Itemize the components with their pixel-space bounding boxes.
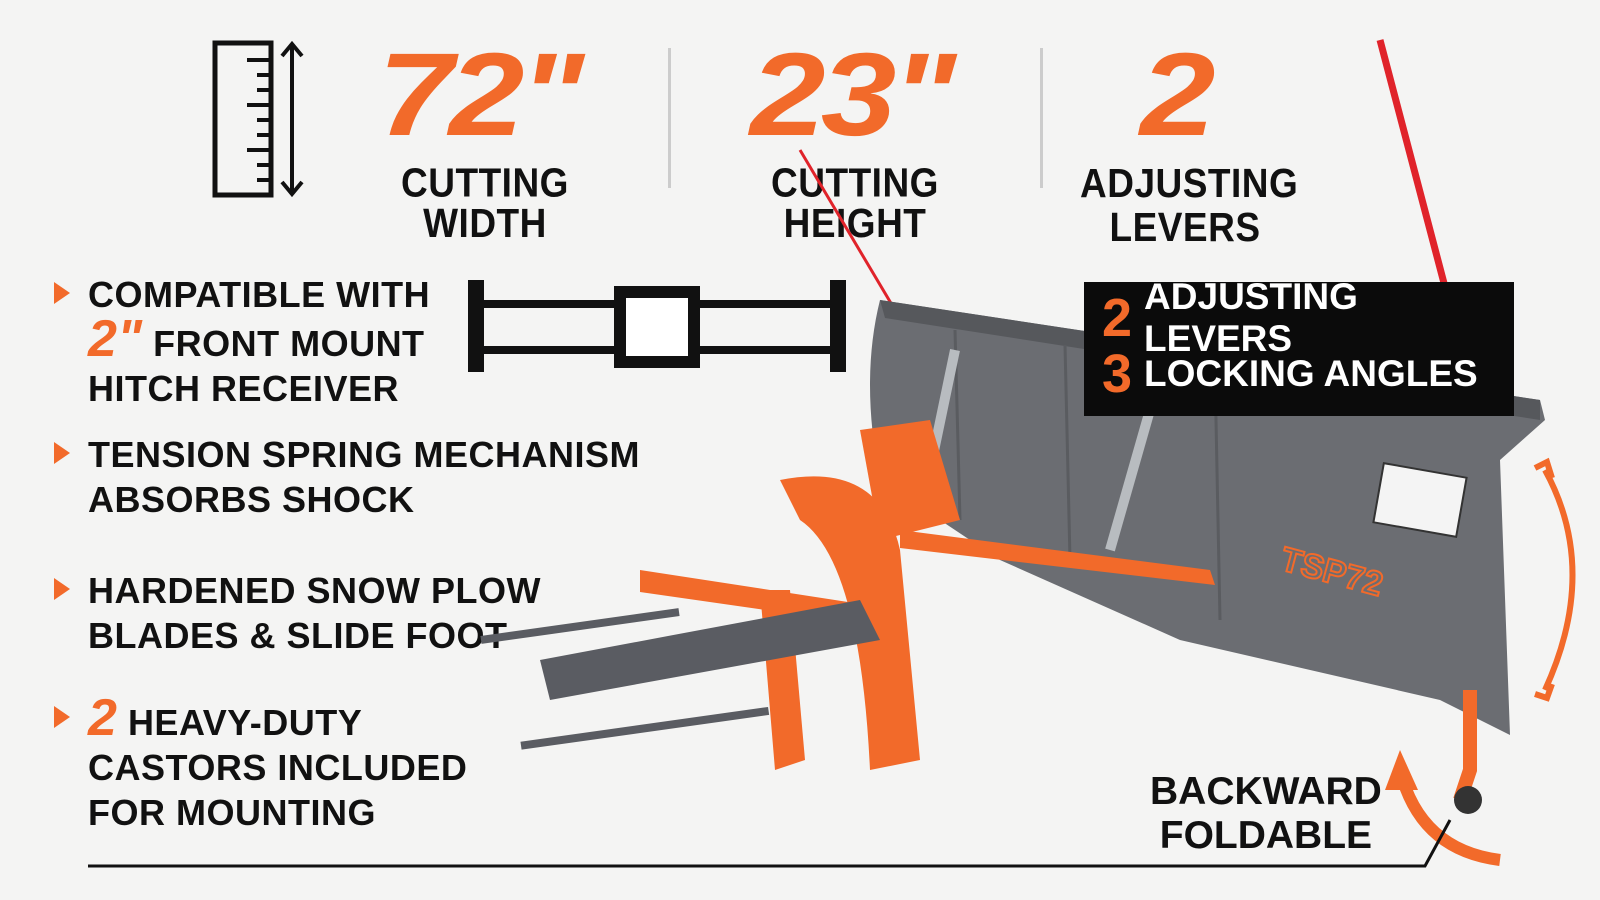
backward-foldable-label: BACKWARD FOLDABLE (1150, 770, 1382, 857)
angle-arrow-icon (1542, 468, 1576, 692)
bullet-arrow-icon (54, 706, 70, 728)
divider (1040, 48, 1043, 188)
cutting-width-label: CUTTING WIDTH (401, 160, 569, 246)
hitch-receiver-icon (468, 280, 846, 372)
bullet-arrow-icon (54, 282, 70, 304)
cutting-width-value: 72" (378, 29, 584, 161)
divider (668, 48, 671, 188)
cutting-height-value: 23" (750, 29, 956, 161)
bullet-arrow-icon (54, 578, 70, 600)
cutting-height-label: CUTTING HEIGHT (771, 160, 939, 246)
baseline (88, 819, 1452, 868)
feature-hitch: COMPATIBLE WITH 2" FRONT MOUNT HITCH REC… (54, 272, 430, 411)
feature-spring: TENSION SPRING MECHANISM ABSORBS SHOCK (54, 432, 640, 522)
adjusting-levers-label: ADJUSTING LEVERS (1080, 160, 1299, 250)
bullet-arrow-icon (54, 442, 70, 464)
ruler-icon (212, 40, 304, 198)
adjusting-levers-value: 2 (1140, 29, 1215, 161)
warning-decal (1372, 462, 1468, 538)
feature-blades: HARDENED SNOW PLOW BLADES & SLIDE FOOT (54, 568, 541, 658)
feature-castors: 2 HEAVY-DUTY CASTORS INCLUDED FOR MOUNTI… (54, 692, 467, 835)
